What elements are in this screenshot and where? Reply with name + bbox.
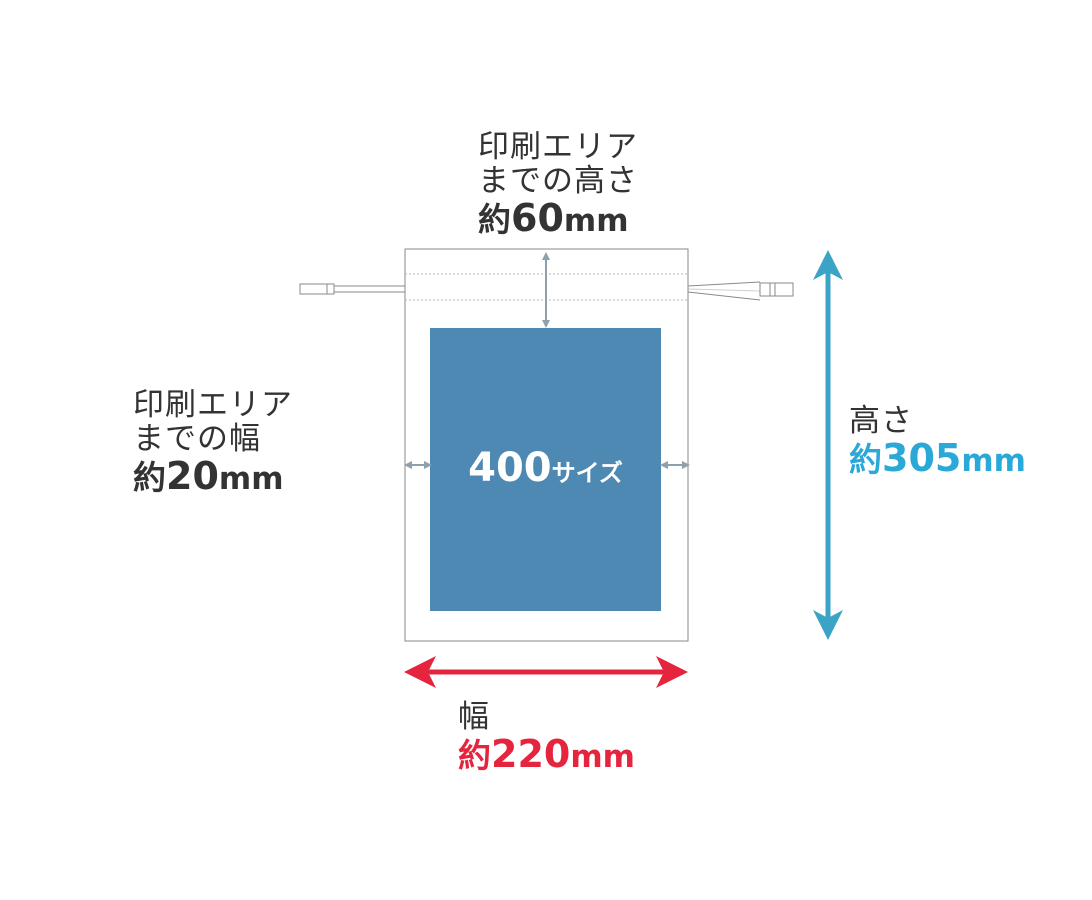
height-label: 高さ 約305mm bbox=[849, 404, 1026, 480]
top-label-line2: までの高さ bbox=[478, 163, 638, 200]
top-label-line1: 印刷エリア bbox=[478, 129, 638, 165]
height-label-title: 高さ bbox=[849, 403, 913, 439]
height-label-unit: mm bbox=[961, 443, 1026, 480]
print-area-size-label: 400サイズ bbox=[430, 445, 661, 491]
height-arrow bbox=[813, 250, 843, 640]
side-label-measurement: 約20mm bbox=[133, 454, 293, 499]
width-label-value: 220 bbox=[491, 732, 571, 777]
right-drawstring bbox=[687, 281, 794, 301]
print-area bbox=[430, 328, 661, 611]
side-label-unit: mm bbox=[218, 461, 284, 498]
width-label-unit: mm bbox=[570, 739, 635, 776]
side-label-prefix: 約 bbox=[133, 458, 166, 498]
height-label-measurement: 約305mm bbox=[849, 436, 1026, 481]
top-label-prefix: 約 bbox=[478, 200, 511, 240]
width-label: 幅 約220mm bbox=[458, 700, 635, 776]
top-label-unit: mm bbox=[563, 203, 629, 240]
size-label-suffix: サイズ bbox=[551, 459, 623, 487]
top-label-measurement: 約60mm bbox=[478, 196, 638, 241]
height-label-prefix: 約 bbox=[849, 440, 882, 480]
width-arrow bbox=[404, 656, 688, 688]
height-label-value: 305 bbox=[882, 436, 962, 481]
side-label-line1: 印刷エリア bbox=[133, 387, 293, 423]
side-label-line2: までの幅 bbox=[133, 421, 261, 458]
print-area-top-label: 印刷エリア までの高さ 約60mm bbox=[478, 130, 638, 240]
size-label-value: 400 bbox=[468, 445, 552, 491]
width-label-prefix: 約 bbox=[458, 736, 491, 776]
side-label-value: 20 bbox=[166, 454, 219, 499]
width-label-title: 幅 bbox=[458, 699, 490, 735]
left-drawstring bbox=[299, 283, 405, 295]
top-label-value: 60 bbox=[511, 196, 564, 241]
width-label-measurement: 約220mm bbox=[458, 732, 635, 777]
print-area-side-label: 印刷エリア までの幅 約20mm bbox=[133, 388, 293, 498]
